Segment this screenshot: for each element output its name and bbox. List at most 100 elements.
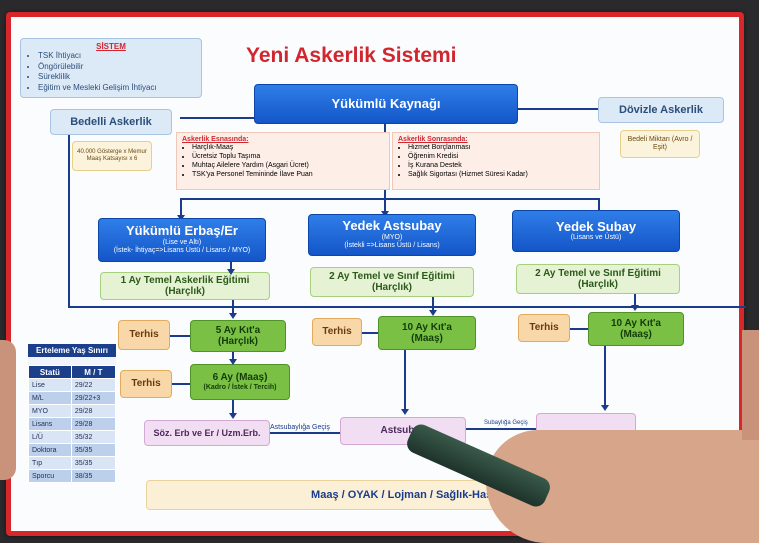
- connector-arrow: [604, 346, 606, 406]
- connector-line: [170, 335, 190, 337]
- deferral-status: Lisans: [28, 417, 72, 432]
- subay-terhis: Terhis: [518, 314, 570, 342]
- after-item: İş Kurana Destek: [408, 161, 594, 170]
- deferral-status: M/L: [28, 391, 72, 406]
- connector-arrow: [230, 262, 232, 270]
- connector-line: [68, 135, 70, 307]
- bedelli-box: Bedelli Askerlik: [50, 109, 172, 135]
- deferral-header: Statü: [28, 365, 72, 380]
- connector-line: [68, 306, 746, 308]
- erbas-terhis: Terhis: [118, 320, 170, 350]
- connector-arrow: [384, 190, 386, 212]
- after-heading: Askerlik Sonrasında:: [398, 136, 468, 143]
- connector-line: [180, 117, 254, 119]
- connector-arrow: [180, 198, 182, 216]
- system-item: Öngörülebilir: [38, 62, 195, 73]
- dovizle-note: Bedeli Miktarı (Avro / Eşit): [620, 130, 700, 158]
- transition-label-1: Astsubaylığa Geçiş: [270, 424, 330, 431]
- astsubay-kita-label: 10 Ay Kıt'a: [402, 321, 452, 333]
- deferral-status: Lise: [28, 378, 72, 393]
- system-item: TSK İhtiyacı: [38, 51, 195, 62]
- system-item: Süreklilik: [38, 72, 195, 83]
- erbas-six: 6 Ay (Maaş) (Kadro / İstek / Tercih): [190, 364, 290, 400]
- hand-right: [742, 330, 759, 440]
- erbas-terhis-2: Terhis: [120, 370, 172, 398]
- connector-arrow: [634, 294, 636, 306]
- deferral-status: L/Ü: [28, 430, 72, 445]
- deferral-age: 35/35: [70, 443, 117, 458]
- deferral-age: 38/35: [70, 469, 117, 484]
- connector-line: [362, 332, 378, 334]
- system-list: TSK İhtiyacı Öngörülebilir Süreklilik Eğ…: [27, 51, 195, 93]
- during-item: Ücretsiz Toplu Taşıma: [192, 152, 384, 161]
- connector-line: [180, 198, 600, 200]
- during-item: Muhtaç Ailelere Yardım (Asgari Ücret): [192, 161, 384, 170]
- astsubay-kita: 10 Ay Kıt'a (Maaş): [378, 316, 476, 350]
- deferral-age: 35/35: [70, 456, 117, 471]
- page-title: Yeni Askerlik Sistemi: [246, 44, 457, 67]
- during-list: Harçlık-Maaş Ücretsiz Toplu Taşıma Muhta…: [182, 143, 384, 179]
- during-item: TSK'ya Personel Temininde İlave Puan: [192, 170, 384, 179]
- system-item: Eğitim ve Mesleki Gelişim İhtiyacı: [38, 83, 195, 94]
- system-heading: SİSTEM: [96, 42, 126, 51]
- subay-title: Yedek Subay: [555, 218, 637, 234]
- deferral-status: Doktora: [28, 443, 72, 458]
- connector-arrow: [232, 352, 234, 360]
- erbas-soz: Söz. Erb ve Er / Uzm.Erb.: [144, 420, 270, 446]
- connector-arrow: [232, 300, 234, 314]
- deferral-title: Erteleme Yaş Sınırı: [28, 344, 116, 358]
- erbas-six-label: 6 Ay (Maaş): [212, 372, 268, 384]
- astsubay-header: Yedek Astsubay (MYO) (İstekli =>Lisans Ü…: [308, 214, 476, 256]
- deferral-age: 29/22+3: [70, 391, 117, 406]
- connector-arrow: [404, 350, 406, 410]
- astsubay-kita-sub: (Maaş): [411, 333, 443, 344]
- deferral-age: 29/28: [70, 417, 117, 432]
- subay-header: Yedek Subay (Lisans ve Üstü): [512, 210, 680, 252]
- subay-subtitle: (Lisans ve Üstü): [570, 234, 622, 242]
- deferral-age: 29/22: [70, 378, 117, 393]
- during-box: Askerlik Esnasında: Harçlık-Maaş Ücretsi…: [176, 132, 390, 190]
- dovizle-box: Dövizle Askerlik: [598, 97, 724, 123]
- connector-arrow: [598, 198, 600, 212]
- subay-kita: 10 Ay Kıt'a (Maaş): [588, 312, 684, 346]
- deferral-age: 35/32: [70, 430, 117, 445]
- deferral-header: M / T: [70, 365, 117, 380]
- subay-kita-sub: (Maaş): [620, 329, 652, 340]
- erbas-kita-label: 5 Ay Kıt'a: [215, 324, 261, 336]
- after-item: Hizmet Borçlanması: [408, 143, 594, 152]
- erbas-title: Yükümlü Erbaş/Er: [126, 223, 238, 239]
- during-item: Harçlık-Maaş: [192, 143, 384, 152]
- after-list: Hizmet Borçlanması Öğrenim Kredisi İş Ku…: [398, 143, 594, 179]
- subay-kita-label: 10 Ay Kıt'a: [611, 317, 661, 329]
- deferral-status: MYO: [28, 404, 72, 419]
- connector-arrow: [432, 297, 434, 311]
- astsubay-subtitle: (MYO): [381, 234, 403, 242]
- erbas-six-sub: (Kadro / İstek / Tercih): [203, 383, 277, 391]
- astsubay-title: Yedek Astsubay: [342, 218, 442, 234]
- astsubay-training: 2 Ay Temel ve Sınıf Eğitimi (Harçlık): [310, 267, 474, 297]
- after-box: Askerlik Sonrasında: Hizmet Borçlanması …: [392, 132, 600, 190]
- transition-arrow-1: [270, 432, 340, 434]
- connector-arrow: [232, 400, 234, 414]
- after-item: Öğrenim Kredisi: [408, 152, 594, 161]
- erbas-subtitle: (Lise ve Altı): [162, 239, 202, 247]
- system-box: SİSTEM TSK İhtiyacı Öngörülebilir Sürekl…: [20, 38, 202, 98]
- deferral-status: Tıp: [28, 456, 72, 471]
- connector-line: [570, 328, 588, 330]
- connector-line: [518, 108, 598, 110]
- after-item: Sağlık Sigortası (Hizmet Süresi Kadar): [408, 170, 594, 179]
- subay-training: 2 Ay Temel ve Sınıf Eğitimi (Harçlık): [516, 264, 680, 294]
- source-box: Yükümlü Kaynağı: [254, 84, 518, 124]
- connector-line: [384, 124, 386, 132]
- erbas-header: Yükümlü Erbaş/Er (Lise ve Altı) (İstek- …: [98, 218, 266, 262]
- erbas-kita: 5 Ay Kıt'a (Harçlık): [190, 320, 286, 352]
